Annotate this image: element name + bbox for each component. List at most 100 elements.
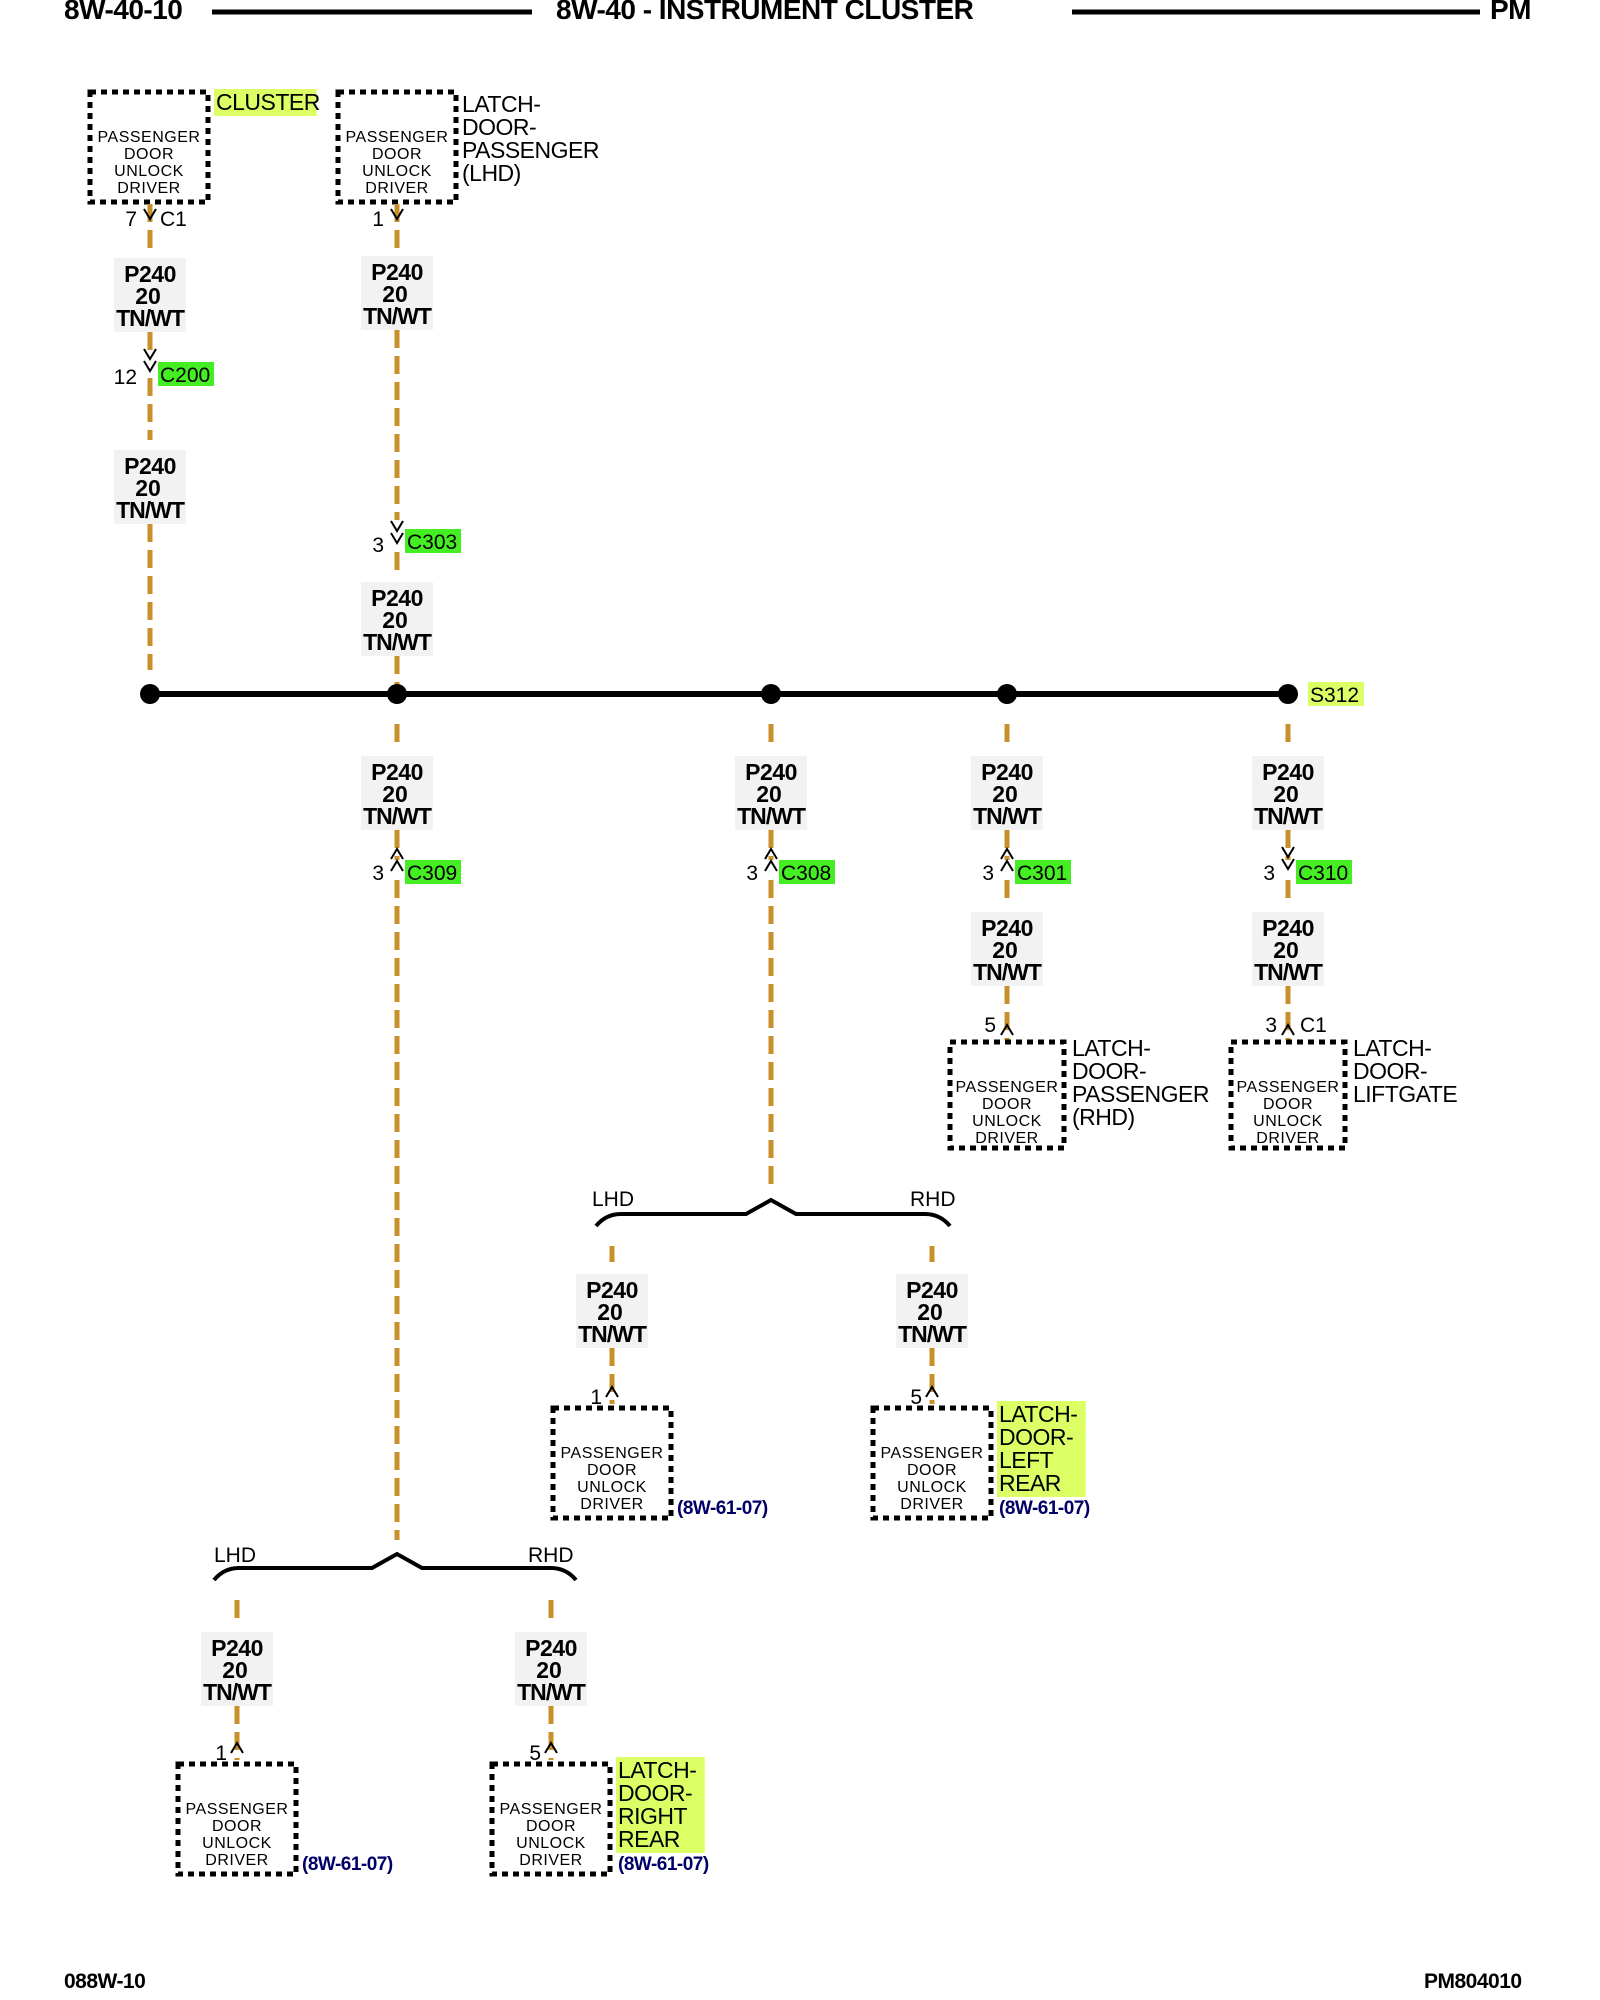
latch-passenger-lhd-name-line: DOOR- [462, 114, 536, 140]
wire-circuit-label: P240 [1262, 759, 1314, 785]
component-text-line: PASSENGER [561, 1445, 664, 1462]
splice-node [387, 684, 407, 704]
latch-liftgate-pin: 3 [1265, 1014, 1277, 1037]
wire-color-label: TN/WT [203, 1679, 272, 1705]
wire-color-label: TN/WT [973, 959, 1042, 985]
latch-right-rear-rhd-name-line: REAR [618, 1826, 680, 1852]
latch-left-rear-rhd-box [870, 1405, 994, 1521]
connector-chevron [1000, 847, 1014, 860]
component-text-line: DRIVER [365, 180, 428, 197]
right-rear-lhd-pin-chevron [230, 1741, 244, 1754]
wire-label-bg [896, 1274, 968, 1348]
component-text-line: PASSENGER [500, 1801, 603, 1818]
wire-color-label: TN/WT [578, 1321, 647, 1347]
cluster-name-highlight [214, 89, 317, 116]
latch-liftgate-box [1228, 1039, 1348, 1151]
left-rear-rhd-pin: 5 [910, 1386, 922, 1409]
wire-color-label: TN/WT [898, 1321, 967, 1347]
component-text-line: UNLOCK [897, 1479, 967, 1496]
cluster-pin: 7 [125, 208, 137, 231]
component-text-line: PASSENGER [1237, 1079, 1340, 1096]
wire-color-label: TN/WT [1254, 803, 1323, 829]
component-text-line: PASSENGER [956, 1079, 1059, 1096]
connector-chevron [390, 532, 404, 545]
wire-circuit-label: P240 [981, 759, 1033, 785]
latch-left-rear-lhd-box [550, 1405, 674, 1521]
connector-c310-highlight [1296, 860, 1352, 884]
cluster-component-box [87, 89, 211, 205]
wire-label-bg [361, 582, 433, 656]
section-code: PM [1490, 0, 1532, 25]
wire-label-bg [735, 756, 807, 830]
wire-gauge-label: 20 [222, 1657, 248, 1683]
wire-gauge-label: 20 [382, 281, 408, 307]
wire-color-label: TN/WT [737, 803, 806, 829]
left-rear-rhd-pin-chevron [925, 1385, 939, 1398]
right-rear-lhd-ref: (8W-61-07) [302, 1854, 393, 1875]
wire-circuit-label: P240 [371, 759, 423, 785]
left-rear-rhd-ref: (8W-61-07) [999, 1498, 1090, 1519]
splice-node [761, 684, 781, 704]
wire-label-bg [114, 258, 186, 332]
wire-color-label: TN/WT [116, 497, 185, 523]
connector-c308-pin: 3 [746, 862, 758, 885]
right-rear-lhd-pin: 1 [215, 1742, 227, 1765]
left-rear-lhd-ref: (8W-61-07) [677, 1498, 768, 1519]
connector-c309-highlight [405, 860, 461, 884]
component-text-line: DRIVER [900, 1496, 963, 1513]
latch-passenger-rhd-name-line: LATCH- [1072, 1035, 1150, 1061]
component-text-line: DOOR [1263, 1096, 1313, 1113]
connector-c308-highlight [779, 860, 835, 884]
connector-chevron [764, 859, 778, 872]
latch-passenger-rhd-pin-chevron [1000, 1023, 1014, 1036]
latch-right-rear-rhd-name-highlight [616, 1757, 705, 1853]
connector-chevron [1000, 859, 1014, 872]
wire-color-label: TN/WT [1254, 959, 1323, 985]
connector-c301-pin: 3 [982, 862, 994, 885]
component-text-line: UNLOCK [577, 1479, 647, 1496]
wire-gauge-label: 20 [382, 607, 408, 633]
latch-passenger-rhd-name-line: PASSENGER [1072, 1081, 1209, 1107]
wire-gauge-label: 20 [992, 937, 1018, 963]
wire-circuit-label: P240 [124, 453, 176, 479]
latch-passenger-rhd-name-line: (RHD) [1072, 1104, 1135, 1130]
latch-left-rear-rhd-name-line: REAR [999, 1470, 1061, 1496]
component-text-line: PASSENGER [346, 129, 449, 146]
component-text-line: DOOR [982, 1096, 1032, 1113]
component-text-line: DOOR [124, 146, 174, 163]
component-text-line: DOOR [212, 1818, 262, 1835]
connector-c310-name: C310 [1298, 862, 1348, 885]
wire-label-bg [971, 756, 1043, 830]
wire-gauge-label: 20 [135, 283, 161, 309]
component-text-line: DRIVER [519, 1852, 582, 1869]
latch-liftgate-name-line: LATCH- [1353, 1035, 1431, 1061]
page-title: 8W-40 - INSTRUMENT CLUSTER [556, 0, 974, 25]
splice-node [1278, 684, 1298, 704]
page-id: 8W-40-10 [64, 0, 183, 25]
wire-gauge-label: 20 [992, 781, 1018, 807]
latch-passenger-rhd-box [947, 1039, 1067, 1151]
latch-passenger-rhd-name-line: DOOR- [1072, 1058, 1146, 1084]
component-text-line: DRIVER [975, 1130, 1038, 1147]
wire-gauge-label: 20 [1273, 937, 1299, 963]
wire-gauge-label: 20 [917, 1299, 943, 1325]
wire-circuit-label: P240 [981, 915, 1033, 941]
wire-label-bg [201, 1632, 273, 1706]
latch-passenger-lhd-pin-chevron [390, 208, 404, 221]
wire-color-label: TN/WT [973, 803, 1042, 829]
latch-passenger-lhd-pin: 1 [372, 208, 384, 231]
splice-s312-highlight [1308, 682, 1364, 706]
latch-liftgate-connector: C1 [1300, 1014, 1327, 1037]
wire-label-bg [1252, 912, 1324, 986]
wire-circuit-label: P240 [1262, 915, 1314, 941]
connector-c309-pin: 3 [372, 862, 384, 885]
connector-chevron [143, 348, 157, 361]
component-text-line: DRIVER [205, 1852, 268, 1869]
wire-gauge-label: 20 [536, 1657, 562, 1683]
wire-circuit-label: P240 [906, 1277, 958, 1303]
splice-node [140, 684, 160, 704]
branch-c309 [212, 1551, 578, 1582]
latch-left-rear-rhd-name-highlight [997, 1401, 1086, 1497]
connector-chevron [390, 520, 404, 533]
